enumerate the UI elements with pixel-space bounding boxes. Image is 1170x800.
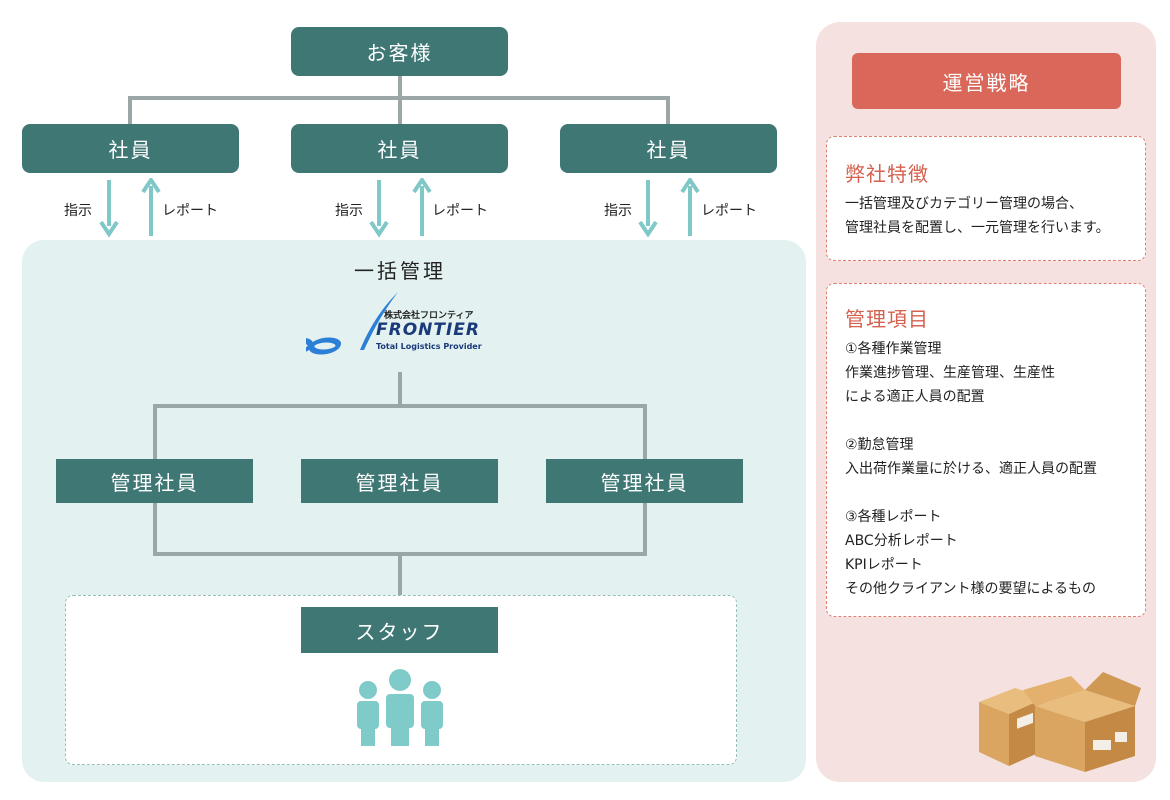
report-label: レポート [701,203,757,219]
connector-line [643,404,647,460]
manager-box: 管理社員 [546,459,743,503]
arrow-up-icon [141,178,161,236]
strategy-title: 運営戦略 [942,70,1031,95]
items-line: その他クライアント様の要望によるもの [845,581,1097,597]
connector-line [398,76,402,98]
manager-label: 管理社員 [355,470,444,495]
features-title: 弊社特徴 [845,162,929,186]
arrow-down-icon [638,180,658,238]
features-card [826,136,1146,261]
connector-line [153,404,157,460]
logo-company-name: 株式会社フロンティア [384,311,474,321]
cardboard-boxes-icon [979,672,1141,772]
items-line: KPIレポート [845,557,923,573]
employee-box: 社員 [560,124,777,173]
employee-label: 社員 [108,138,153,162]
employee-label: 社員 [377,138,422,162]
logo-brand: FRONTIER [376,320,481,340]
frontier-logo: 株式会社フロンティア FRONTIER Total Logistics Prov… [306,288,506,358]
arrow-down-icon [99,180,119,238]
employee-box: 社員 [291,124,508,173]
report-label: レポート [162,203,218,219]
items-line: 作業進捗管理、生産管理、生産性 [845,365,1055,381]
arrow-up-icon [412,178,432,236]
instruction-label: 指示 [604,203,632,219]
items-line: による適正人員の配置 [845,389,985,405]
staff-label: スタッフ [355,619,444,644]
connector-line [643,503,647,555]
logo-tagline: Total Logistics Provider [376,342,482,351]
customer-box: お客様 [291,27,508,76]
items-line: ①各種作業管理 [845,341,942,357]
items-line: 入出荷作業量に於ける、適正人員の配置 [845,461,1097,477]
staff-box: スタッフ [301,607,498,653]
connector-line [128,96,132,126]
connector-line [666,96,670,126]
customer-label: お客様 [366,41,433,65]
connector-line [398,372,402,406]
employee-box: 社員 [22,124,239,173]
connector-line [398,96,402,126]
connector-line [398,552,402,596]
management-title: 一括管理 [354,259,446,283]
people-icon [357,669,443,746]
instruction-label: 指示 [335,203,363,219]
management-items-card [826,283,1146,617]
manager-label: 管理社員 [600,470,689,495]
report-label: レポート [432,203,488,219]
features-line: 管理社員を配置し、一元管理を行います。 [845,220,1110,236]
items-line: ABC分析レポート [845,533,958,549]
frontier-logo-icon [306,292,398,355]
manager-box: 管理社員 [56,459,253,503]
arrow-up-icon [680,178,700,236]
instruction-label: 指示 [64,203,92,219]
items-title: 管理項目 [845,307,929,331]
manager-box: 管理社員 [301,459,498,503]
items-line: ②勤怠管理 [845,437,914,453]
manager-label: 管理社員 [110,470,199,495]
features-line: 一括管理及びカテゴリー管理の場合、 [845,196,1083,212]
connector-line [153,404,647,408]
items-line: ③各種レポート [845,509,942,525]
arrow-down-icon [369,180,389,238]
strategy-title-box: 運営戦略 [852,53,1121,109]
connector-line [153,503,157,555]
employee-label: 社員 [646,138,691,162]
